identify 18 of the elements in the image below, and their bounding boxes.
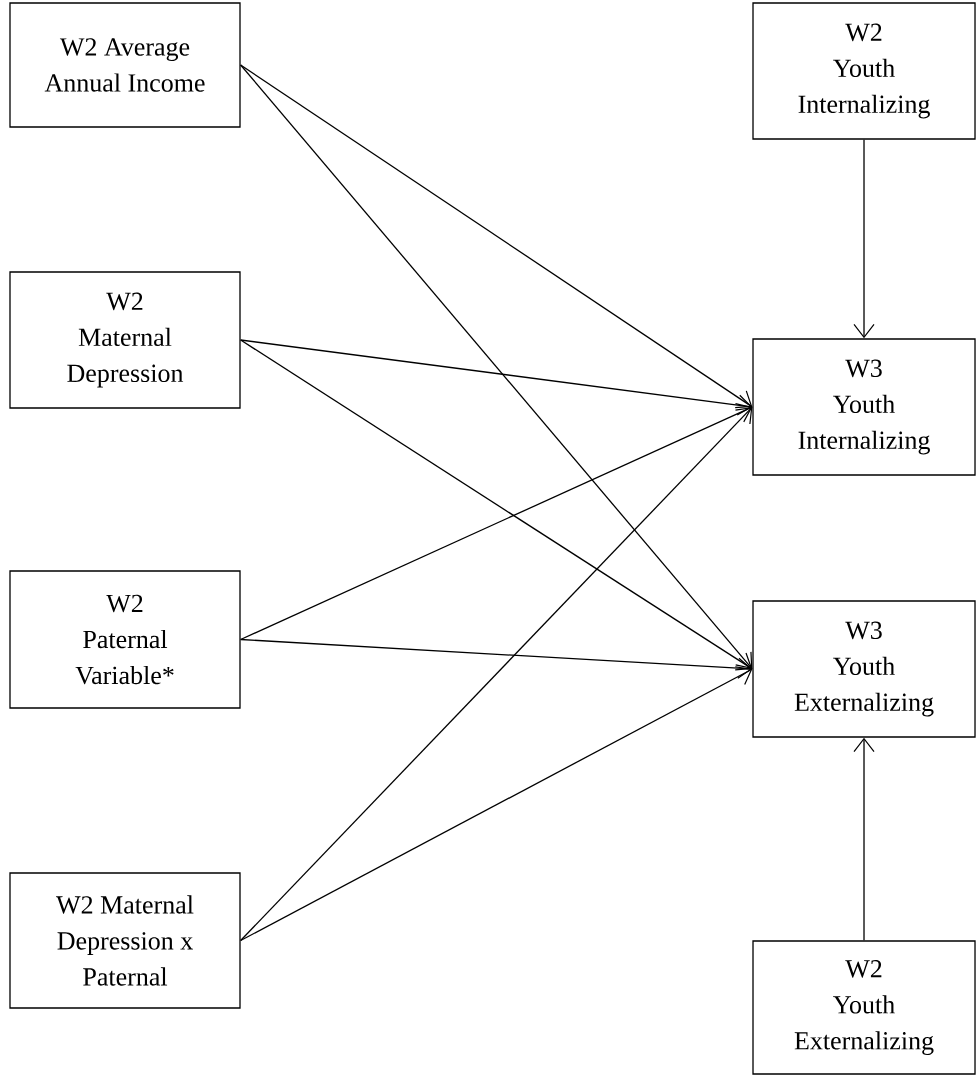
variable-box: W3 Youth Internalizing (752, 338, 976, 476)
arrow (853, 737, 875, 941)
arrow (853, 139, 875, 339)
arrow (240, 64, 753, 409)
variable-box: W3 Youth Externalizing (752, 600, 976, 738)
variable-box: W2 Youth Externalizing (752, 940, 976, 1075)
variable-box: W2 Maternal Depression (9, 271, 241, 409)
arrow (240, 407, 753, 942)
arrow (240, 64, 753, 669)
arrow (240, 403, 753, 641)
arrow (240, 638, 753, 679)
arrow (240, 666, 753, 942)
arrow (240, 339, 753, 671)
variable-box: W2 Average Annual Income (9, 2, 241, 128)
variable-box: W2 Youth Internalizing (752, 2, 976, 140)
arrow (240, 339, 753, 416)
variable-box: W2 Maternal Depression x Paternal (9, 872, 241, 1009)
variable-box: W2 Paternal Variable* (9, 570, 241, 709)
